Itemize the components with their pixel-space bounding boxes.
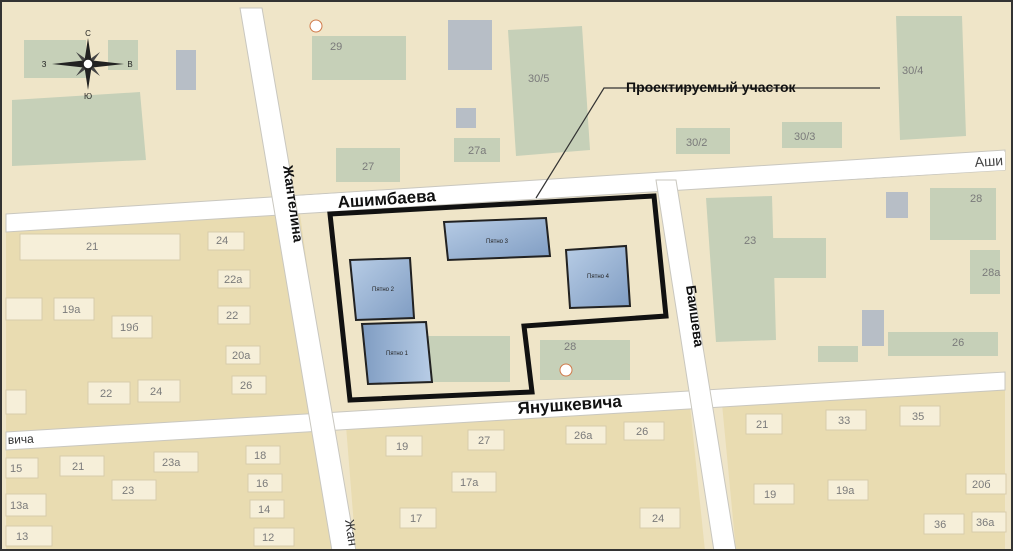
house-number: 23 <box>744 235 756 247</box>
house-number: 19 <box>764 489 776 501</box>
house-number: 30/2 <box>686 137 707 149</box>
projected-building-4-label: Пятно 4 <box>587 274 610 280</box>
house-number: 33 <box>838 415 850 427</box>
house-number: 21 <box>756 419 768 431</box>
buildings-east <box>706 188 1000 362</box>
house-number: 24 <box>150 386 162 398</box>
house-number: 24 <box>652 513 664 525</box>
house-number: 21 <box>72 461 84 473</box>
street-label-ashimbaeva-right: Аши <box>974 152 1003 170</box>
compass-south-label: Ю <box>84 92 92 101</box>
projected-building-2-label: Пятно 2 <box>372 287 395 293</box>
projected-building-3[interactable]: Пятно 3 <box>442 216 552 262</box>
house-numbers: 29 30/5 30/4 30/2 30/3 27 27а 28 23 28а … <box>10 41 1001 544</box>
projected-buildings: Пятно 3 Пятно 2 Пятно 1 Пятно 4 <box>348 216 632 386</box>
house-number: 13 <box>16 531 28 543</box>
buildings-north <box>12 16 966 182</box>
block-se <box>722 388 1005 551</box>
roads <box>5 7 1006 551</box>
house-number: 15 <box>10 463 22 475</box>
house-number: 26 <box>952 337 964 349</box>
house-number: 20б <box>972 479 991 491</box>
poi-marker-icon-north <box>309 19 323 33</box>
house-number: 22а <box>224 274 243 286</box>
house-number: 36а <box>976 517 995 529</box>
compass-west-label: З <box>42 60 47 69</box>
house-number: 27 <box>362 161 374 173</box>
existing-building-28-mid <box>540 340 630 380</box>
house-number: 28а <box>982 267 1001 279</box>
house-number: 13а <box>10 500 29 512</box>
house-number: 19б <box>120 322 139 334</box>
existing-building-28 <box>424 336 510 382</box>
house-number: 19а <box>62 304 81 316</box>
house-number: 22 <box>100 388 112 400</box>
house-number: 22 <box>226 310 238 322</box>
house-number: 28 <box>564 341 576 353</box>
house-number: 30/3 <box>794 131 815 143</box>
house-number: 17 <box>410 513 422 525</box>
house-number: 14 <box>258 504 270 516</box>
compass-rose-icon: С Ю З В <box>42 29 133 101</box>
house-number: 23а <box>162 457 181 469</box>
house-number: 30/5 <box>528 73 549 85</box>
projected-building-4[interactable]: Пятно 4 <box>564 244 632 310</box>
house-number: 26а <box>574 430 593 442</box>
buildings-west <box>5 231 267 415</box>
projected-building-3-label: Пятно 3 <box>486 239 509 245</box>
projected-building-2[interactable]: Пятно 2 <box>348 256 416 322</box>
projected-site-outline[interactable] <box>327 193 669 403</box>
compass-east-label: В <box>127 60 132 69</box>
compass-north-label: С <box>85 29 91 38</box>
street-label-zhantelina-bottom: Жан <box>342 518 361 546</box>
annotation-projected-site: Проектируемый участок <box>626 79 797 95</box>
house-number: 19а <box>836 485 855 497</box>
buildings-southwest <box>5 445 295 547</box>
house-number: 23 <box>122 485 134 497</box>
house-number: 36 <box>934 519 946 531</box>
house-number: 19 <box>396 441 408 453</box>
house-number: 27 <box>478 435 490 447</box>
house-number: 17а <box>460 477 479 489</box>
house-number: 26 <box>636 426 648 438</box>
house-number: 28 <box>970 193 982 205</box>
projected-building-1[interactable]: Пятно 1 <box>360 320 434 386</box>
house-number: 24 <box>216 235 228 247</box>
poi-marker-icon <box>559 363 573 377</box>
buildings-south <box>385 405 1007 535</box>
house-number: 12 <box>262 532 274 544</box>
annotation-leader-line <box>535 87 880 199</box>
house-number: 18 <box>254 450 266 462</box>
house-number: 21 <box>86 241 98 253</box>
house-number: 16 <box>256 478 268 490</box>
house-number: 20а <box>232 350 251 362</box>
house-number: 35 <box>912 411 924 423</box>
house-number: 29 <box>330 41 342 53</box>
projected-building-1-label: Пятно 1 <box>386 351 409 357</box>
street-label-yanushkevicha-left: вича <box>7 432 34 447</box>
house-number: 30/4 <box>902 65 923 77</box>
house-number: 27а <box>468 145 487 157</box>
house-number: 26 <box>240 380 252 392</box>
